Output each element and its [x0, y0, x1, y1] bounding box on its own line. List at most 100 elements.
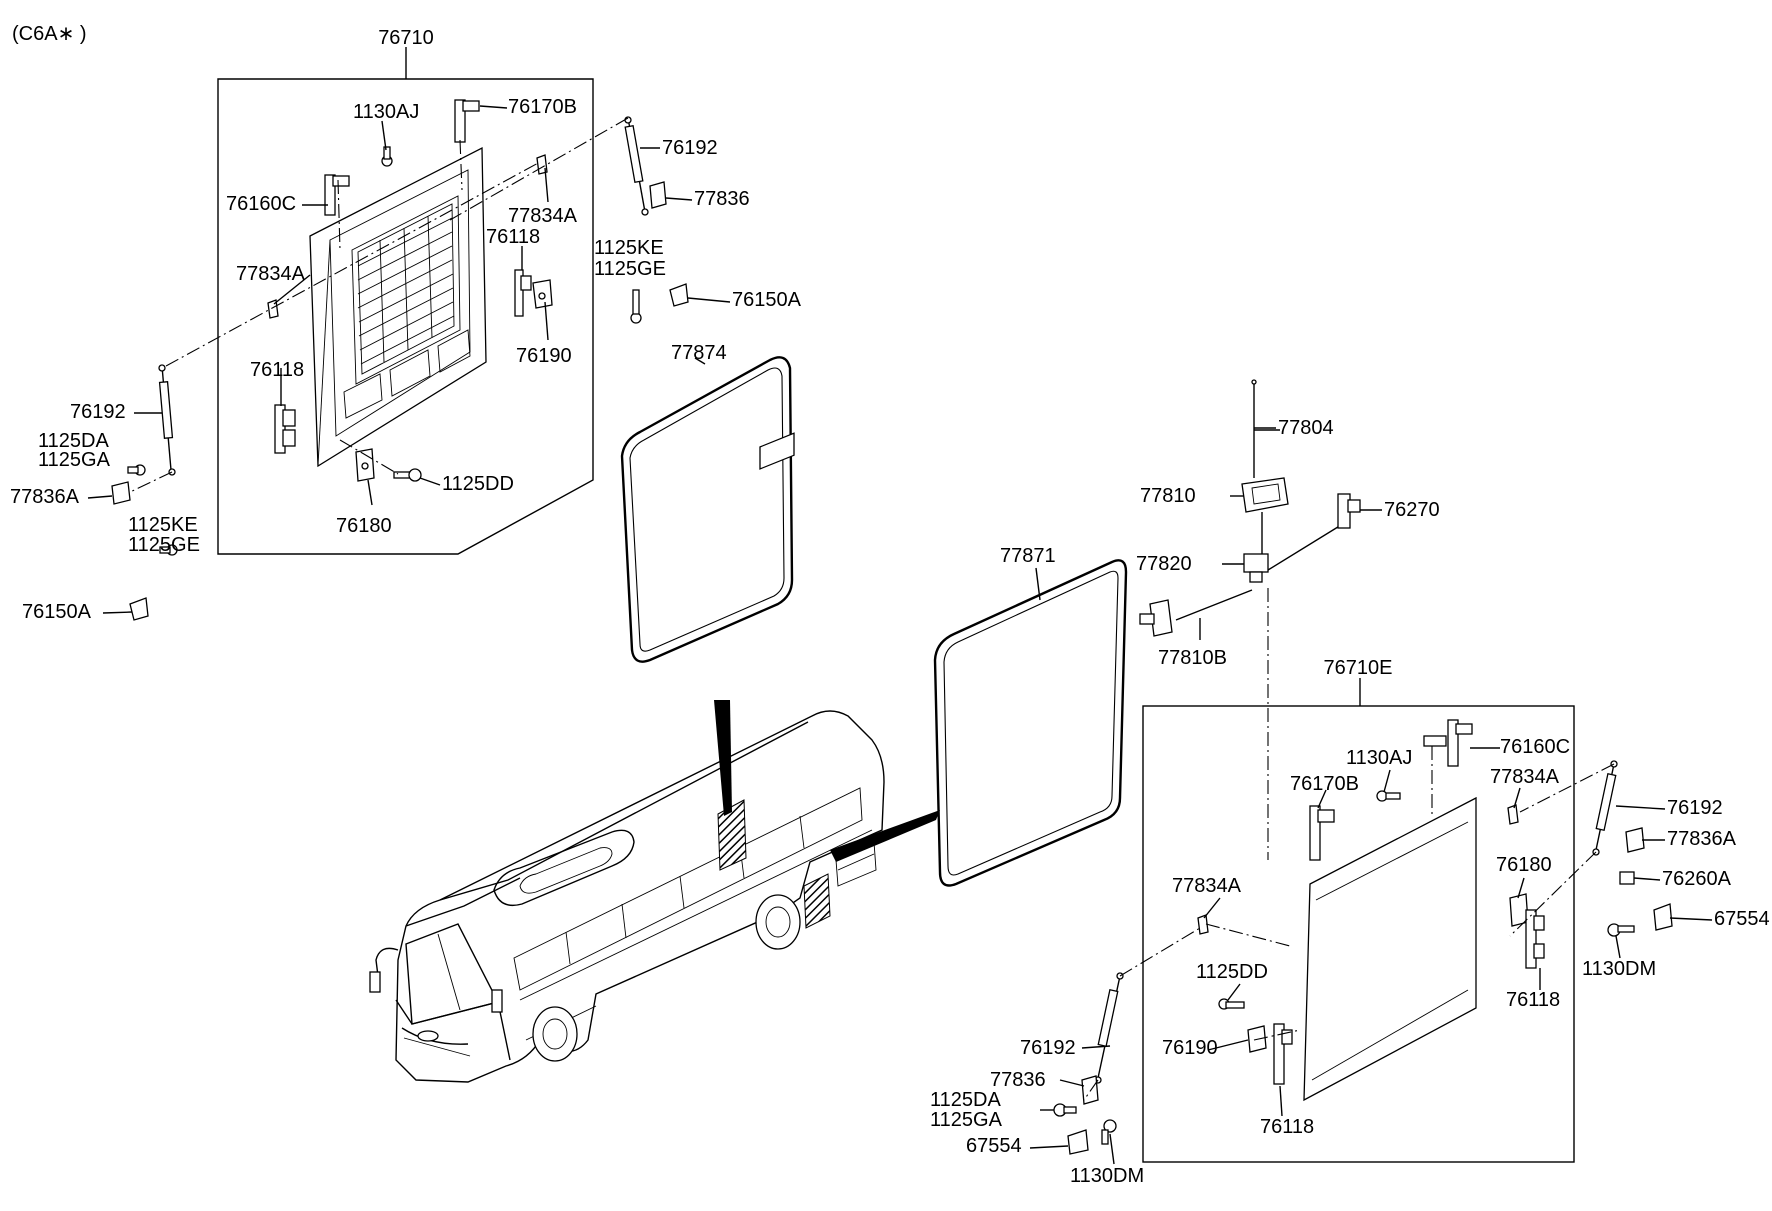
assembly-box-76710e — [1142, 705, 1575, 1163]
assembly-box-76710 — [217, 78, 594, 555]
bolt-1125da-b — [1053, 1103, 1077, 1117]
label-76710e: 76710E — [1324, 657, 1393, 679]
label-76118: 76118 — [1506, 989, 1560, 1011]
hinge-76118-b — [274, 404, 296, 454]
bracket-76150a-b — [129, 597, 149, 621]
bracket-77836-b — [1081, 1075, 1099, 1105]
label-67554: 67554 — [1714, 908, 1770, 930]
label-1125ge: 1125GE — [128, 534, 200, 556]
label-1130dm: 1130DM — [1070, 1165, 1144, 1187]
label-77836: 77836 — [694, 188, 750, 210]
label-76118: 76118 — [250, 359, 304, 381]
label-77871: 77871 — [1000, 545, 1056, 567]
door-panel-rear — [1303, 796, 1477, 1102]
gas-strut-76192-a — [158, 364, 176, 476]
bolt-1125dd-a — [393, 468, 422, 482]
label-77874: 77874 — [671, 342, 727, 364]
door-location-front — [717, 799, 747, 871]
label-77810: 77810 — [1140, 485, 1196, 507]
label-76180: 76180 — [336, 515, 392, 537]
gas-strut-76192-c — [1592, 760, 1618, 856]
louver-grille — [351, 195, 461, 385]
gas-strut-76192-b — [624, 116, 649, 216]
latch-76190-a — [532, 279, 553, 309]
label-76150a: 76150A — [22, 601, 92, 623]
variant-code: (C6A∗ ) — [12, 23, 87, 45]
label-76260a: 76260A — [1662, 868, 1732, 890]
label-76192: 76192 — [70, 401, 126, 423]
clip-76260a — [1619, 871, 1635, 885]
bracket-76150a-a — [669, 283, 689, 307]
hinge-76118-c — [1525, 909, 1545, 969]
label-77804: 77804 — [1278, 417, 1334, 439]
bolt-1130dm-a — [1607, 923, 1635, 937]
label-1125ke: 1125KE — [128, 514, 198, 536]
label-1125ke: 1125KE — [594, 237, 664, 259]
bolt-1125ke-b — [159, 544, 178, 556]
handle-77810 — [1241, 477, 1289, 560]
leaders-left — [87, 105, 731, 614]
label-1130aj: 1130AJ — [1346, 747, 1412, 769]
label-77820: 77820 — [1136, 553, 1192, 575]
label-76160c: 76160C — [1500, 736, 1570, 758]
label-76710: 76710 — [378, 27, 434, 49]
label-1125dd: 1125DD — [442, 473, 514, 495]
label-77836a: 77836A — [10, 486, 80, 508]
label-76190: 76190 — [1162, 1037, 1218, 1059]
label-77810b: 77810B — [1158, 647, 1227, 669]
gas-strut-76192-d — [1094, 972, 1124, 1084]
label-67554: 67554 — [966, 1135, 1022, 1157]
label-76150a: 76150A — [732, 289, 802, 311]
hinge-76160c — [324, 174, 350, 251]
bolt-1125ke-a — [630, 289, 642, 324]
label-1125da: 1125DA — [38, 430, 109, 452]
weatherstrip-77874 — [620, 356, 794, 663]
bolt-1125da-a — [127, 464, 146, 476]
hinge-76170b-b — [1309, 805, 1335, 861]
bracket-77834a-b — [267, 299, 279, 319]
label-77834a: 77834A — [1172, 875, 1242, 897]
label-77836: 77836 — [990, 1069, 1046, 1091]
label-76192: 76192 — [1020, 1037, 1076, 1059]
hinge-76118-a — [514, 269, 532, 317]
label-1125ga: 1125GA — [930, 1109, 1003, 1131]
part-labels: 76710 1130AJ 76170B 76192 76160C 77834A … — [10, 27, 1770, 1187]
hinge-76170b — [454, 99, 480, 191]
label-77836a: 77836A — [1667, 828, 1737, 850]
label-76170b: 76170B — [508, 96, 577, 118]
label-1125da: 1125DA — [930, 1089, 1001, 1111]
label-76190: 76190 — [516, 345, 572, 367]
lock-77810b — [1139, 599, 1173, 637]
latch-77820 — [1243, 553, 1269, 583]
bus-illustration — [369, 432, 940, 1083]
bolt-1125dd-b — [1218, 998, 1245, 1010]
label-77834a: 77834A — [1490, 766, 1560, 788]
label-76160c: 76160C — [226, 193, 296, 215]
bracket-77836a-a — [111, 481, 131, 505]
bracket-77836-a — [649, 181, 667, 209]
label-76180: 76180 — [1496, 854, 1552, 876]
leaders-right — [1029, 747, 1713, 1165]
bracket-77836a-b — [1625, 827, 1645, 853]
label-1125ga: 1125GA — [38, 449, 111, 471]
bolt-1130aj-a — [381, 146, 393, 167]
hinge-76118-d — [1273, 1023, 1293, 1085]
label-76118: 76118 — [1260, 1116, 1314, 1138]
label-1125dd: 1125DD — [1196, 961, 1268, 983]
weatherstrip-77871 — [933, 559, 1128, 887]
label-77834a: 77834A — [236, 263, 306, 285]
bracket-67554-b — [1067, 1129, 1089, 1155]
bolt-1130dm-b — [1101, 1119, 1117, 1145]
bracket-77834a-d — [1197, 914, 1209, 935]
label-76118: 76118 — [486, 226, 540, 248]
front-door-assembly — [111, 47, 689, 621]
bolt-1130aj-b — [1376, 790, 1401, 802]
lock-mechanism — [1139, 379, 1361, 860]
hinge-76160c-b — [1423, 719, 1473, 767]
bracket-67554-a — [1653, 903, 1673, 931]
door-location-rear — [803, 873, 831, 929]
rear-door-assembly — [1142, 678, 1575, 1163]
label-1130dm: 1130DM — [1582, 958, 1656, 980]
label-1130aj: 1130AJ — [353, 101, 419, 123]
